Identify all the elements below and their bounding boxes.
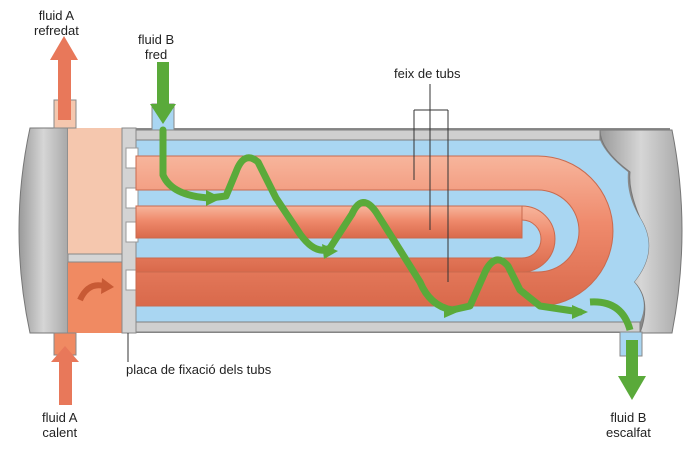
fluid-a-out-arrow — [50, 36, 78, 120]
fluid-b-in-arrow — [150, 62, 176, 124]
hot-fluid-chamber — [68, 258, 122, 333]
label-fluid-b-heated: fluid B escalfat — [606, 410, 651, 440]
tube-bundle-leader-lines — [413, 84, 449, 282]
fluid-b-out-arrow — [618, 340, 646, 400]
hot-chamber-swirl-arrow — [77, 282, 105, 302]
label-tube-sheet: placa de fixació dels tubs — [126, 362, 272, 377]
cooled-fluid-chamber — [68, 128, 122, 258]
label-fluid-b-cold: fluid B fred — [138, 32, 175, 62]
label-tube-bundle: feix de tubs — [394, 66, 461, 81]
shell-side-flow-arrows — [159, 126, 634, 332]
tube-bundle — [135, 155, 614, 307]
label-fluid-a-hot: fluid A calent — [42, 410, 78, 440]
label-fluid-a-cooled: fluid A refredat — [34, 8, 79, 38]
head-chambers — [67, 128, 123, 333]
left-end-cap — [18, 127, 69, 334]
fluid-a-in-arrow — [51, 346, 79, 405]
